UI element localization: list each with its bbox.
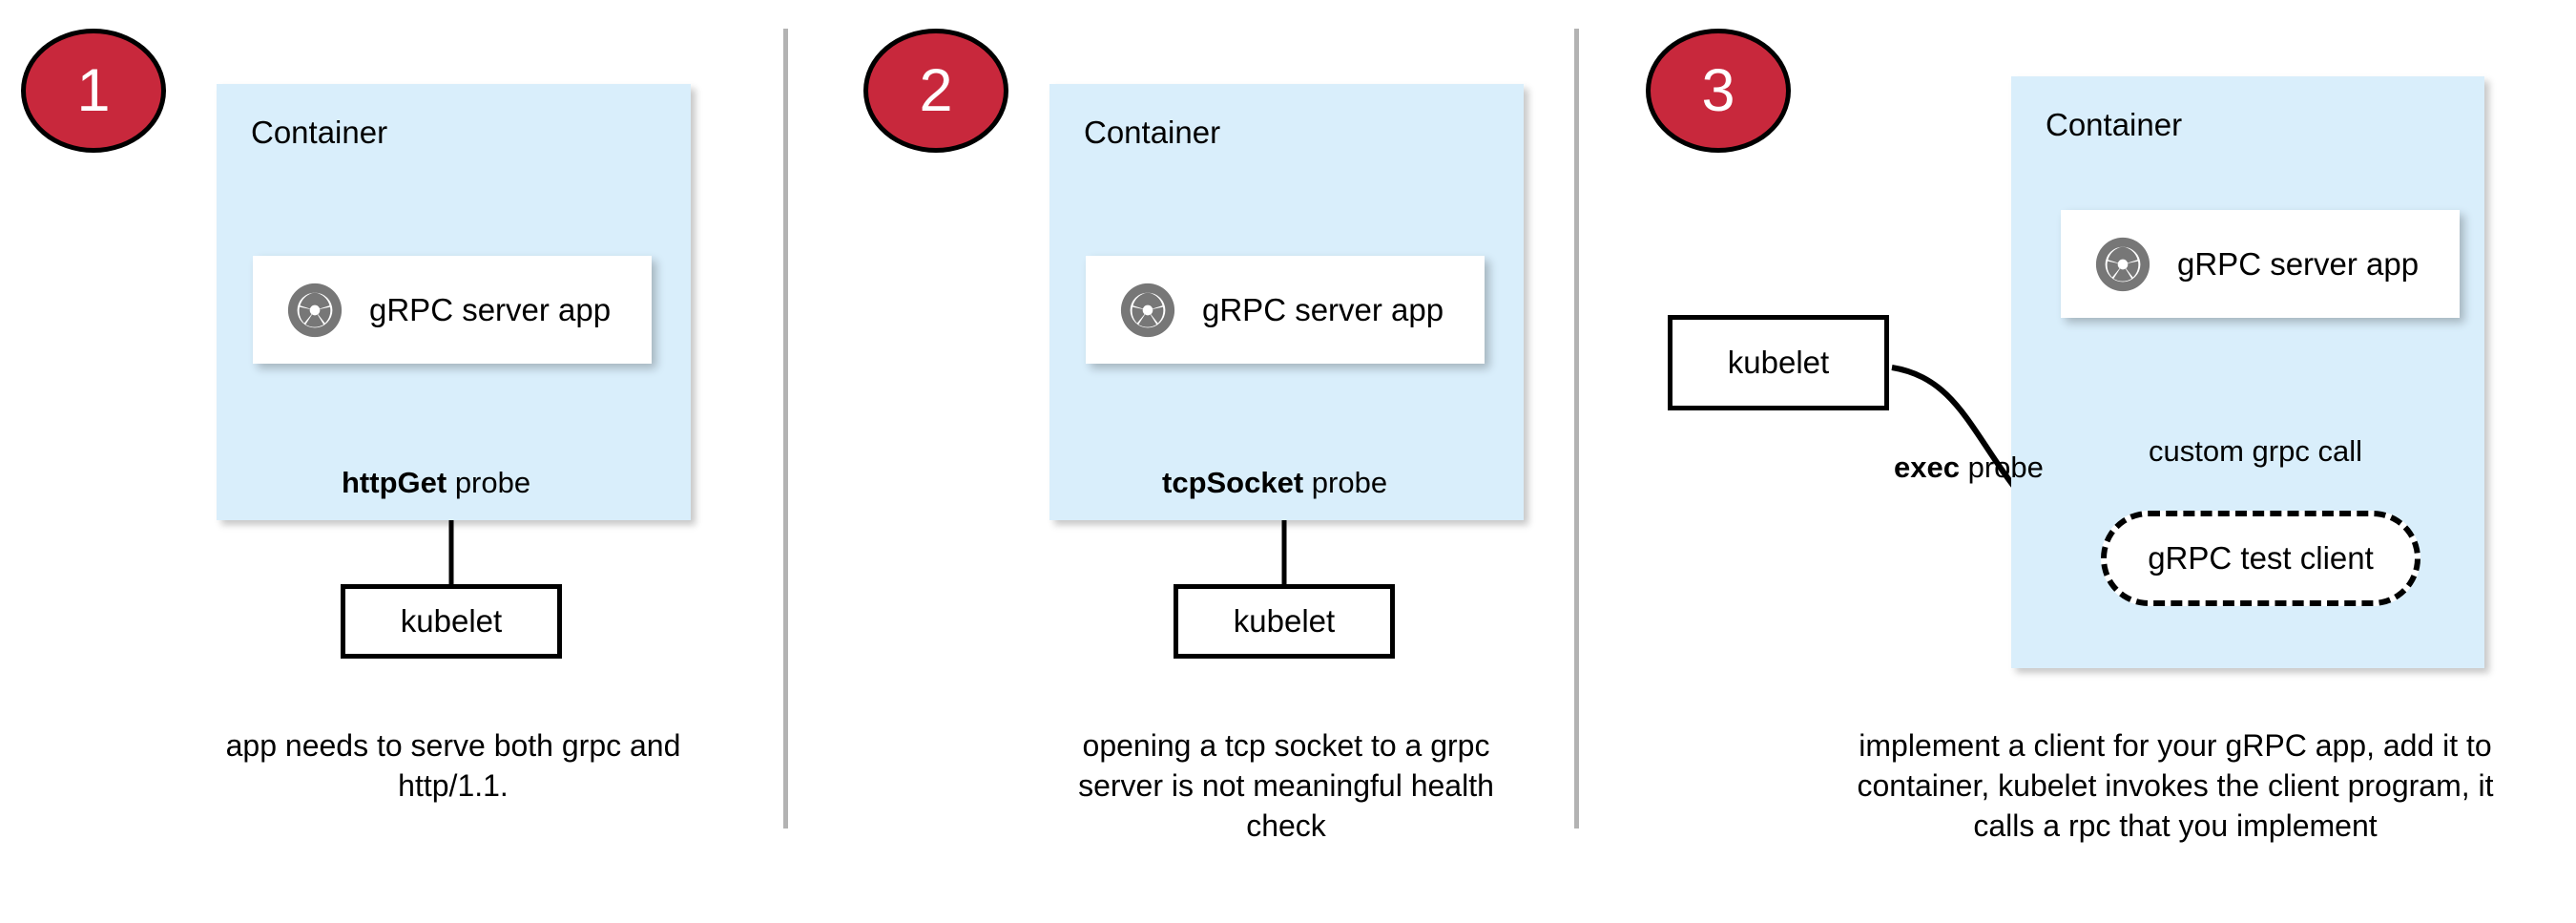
grpc-server-app-card-1[interactable]: gRPC server app <box>253 256 652 364</box>
aperture-icon <box>1120 283 1175 337</box>
probe-label-tcpsocket: tcpSocket probe <box>1162 466 1387 500</box>
panel-caption-1: app needs to serve both grpc and http/1.… <box>225 728 681 804</box>
probe-label-httpget: httpGet probe <box>342 466 530 500</box>
grpc-server-app-card-2[interactable]: gRPC server app <box>1086 256 1485 364</box>
aperture-icon <box>2095 237 2150 291</box>
container-label-1: Container <box>251 115 388 150</box>
kubelet-box-1[interactable]: kubelet <box>341 584 562 659</box>
grpc-server-app-card-3[interactable]: gRPC server app <box>2061 210 2460 318</box>
step-badge-1: 1 <box>21 29 166 153</box>
grpc-test-client-box[interactable]: gRPC test client <box>2101 511 2420 606</box>
panel-divider-2 <box>1574 29 1579 829</box>
step-badge-2: 2 <box>863 29 1008 153</box>
probe-label-tcpsocket-rest: probe <box>1303 466 1388 499</box>
panel-divider-1 <box>783 29 788 829</box>
panel-caption-2: opening a tcp socket to a grpc server is… <box>1078 728 1494 844</box>
container-label-2: Container <box>1084 115 1221 150</box>
custom-grpc-call-label: custom grpc call <box>2149 434 2362 468</box>
probe-label-httpget-rest: probe <box>447 466 531 499</box>
step-badge-3: 3 <box>1646 29 1791 153</box>
container-label-3: Container <box>2046 107 2183 142</box>
grpc-server-app-label-2: gRPC server app <box>1202 291 1444 327</box>
probe-label-httpget-strong: httpGet <box>342 466 447 499</box>
probe-label-exec-strong: exec <box>1894 451 1960 484</box>
probe-label-exec-rest: probe <box>1959 451 2044 484</box>
grpc-server-app-label-1: gRPC server app <box>369 291 612 327</box>
grpc-server-app-label-3: gRPC server app <box>2177 245 2420 282</box>
panel-caption-3: implement a client for your gRPC app, ad… <box>1857 728 2494 844</box>
probe-label-exec: exec probe <box>1894 451 2044 485</box>
aperture-icon <box>287 283 343 337</box>
kubelet-box-2[interactable]: kubelet <box>1174 584 1395 659</box>
probe-label-tcpsocket-strong: tcpSocket <box>1162 466 1304 499</box>
kubelet-box-3[interactable]: kubelet <box>1668 315 1889 410</box>
